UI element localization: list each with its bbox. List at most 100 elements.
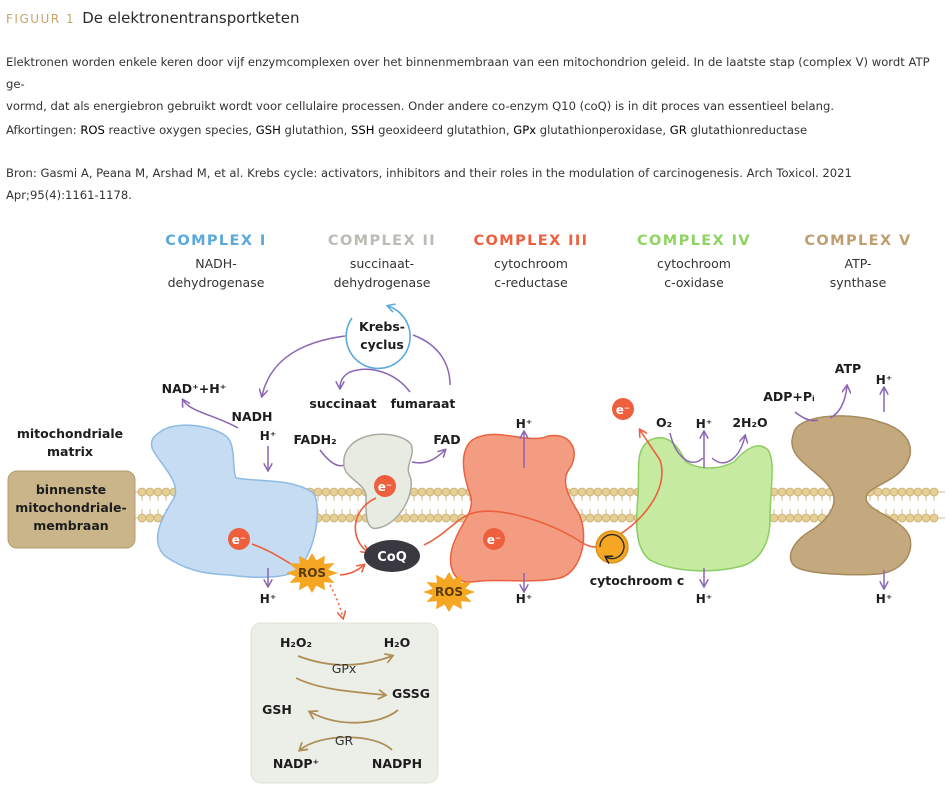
complex-5-sub1: ATP- <box>845 256 872 271</box>
lipid-head <box>769 513 779 523</box>
atp-out-arrow <box>829 386 847 419</box>
abbr-gr: GR <box>669 123 687 137</box>
coq-label: CoQ <box>377 550 407 565</box>
lipid-head <box>793 513 803 523</box>
gpx-label: GPx <box>332 661 357 676</box>
lipid-head <box>921 487 931 497</box>
figure-title: De elektronentransportketen <box>82 9 300 27</box>
electron-c4-label: e⁻ <box>616 403 630 417</box>
proton-label: H⁺ <box>876 592 892 606</box>
ros-1-label: ROS <box>298 566 326 580</box>
complex-3-sub1: cytochroom <box>494 256 568 271</box>
ros-burst-2: ROS <box>423 572 475 612</box>
lipid-head <box>329 487 339 497</box>
proton-label: H⁺ <box>516 417 532 431</box>
ros-burst-2-shape <box>423 572 475 612</box>
lipid-head <box>401 513 411 523</box>
lipid-head <box>601 513 611 523</box>
abbr-gsh-meaning: glutathion, <box>280 123 352 137</box>
h2o-label: H₂O <box>384 635 411 650</box>
lipid-head <box>161 487 171 497</box>
electron-c1-label: e⁻ <box>232 533 246 547</box>
lipid-head <box>873 487 883 497</box>
description-line-2: vormd, dat als energiebron gebruikt word… <box>6 99 835 113</box>
lipid-head <box>457 487 467 497</box>
krebs-cycle-arrow <box>345 306 411 370</box>
adp-label: ADP+Pᵢ <box>763 389 815 404</box>
nadph-label: NADPH <box>372 756 422 771</box>
electron-c1 <box>228 528 250 550</box>
cytochrome-c-label: cytochroom c <box>590 573 685 588</box>
membrane-label-3: membraan <box>33 518 108 533</box>
complex-1-sub1: NADH- <box>195 256 236 271</box>
abbreviations: Afkortingen: ROS reactive oxygen species… <box>6 119 946 141</box>
ros-burst-1: ROS <box>286 553 338 593</box>
lipid-head <box>585 513 595 523</box>
krebs-label-1: Krebs- <box>359 319 405 334</box>
electron-c3-label: e⁻ <box>487 533 501 547</box>
lipid-head <box>337 487 347 497</box>
lipid-head <box>609 513 619 523</box>
complex-2-title: COMPLEX II <box>328 233 436 249</box>
gsh-to-gssg-arrow <box>295 677 385 695</box>
lipid-head <box>153 487 163 497</box>
lipid-head <box>593 513 603 523</box>
ros-to-antioxidant-arrow <box>329 584 343 618</box>
abbr-ros: ROS <box>80 123 105 137</box>
lipid-head <box>809 487 819 497</box>
lipid-head <box>617 487 627 497</box>
antioxidant-panel: H₂O₂ H₂O GPx GSH GSSG GR NADP⁺ NADPH <box>250 622 439 784</box>
molecule-labels: NAD⁺+H⁺ NADH succinaat fumaraat FADH₂ FA… <box>162 361 862 447</box>
lipid-head <box>441 487 451 497</box>
electron-c3 <box>483 528 505 550</box>
fad-out-arrow <box>411 450 445 464</box>
electron-badges: e⁻ e⁻ e⁻ e⁻ <box>228 398 634 550</box>
lipid-head <box>329 513 339 523</box>
lipid-head <box>353 487 363 497</box>
lipid-head <box>905 513 915 523</box>
lipid-head <box>569 487 579 497</box>
matrix-label-2: matrix <box>47 444 93 459</box>
complex-titles: COMPLEX I NADH- dehydrogenase COMPLEX II… <box>165 233 911 290</box>
lipid-head <box>809 513 819 523</box>
complex-2-sub1: succinaat- <box>350 256 414 271</box>
complex-5-title: COMPLEX V <box>804 233 911 249</box>
matrix-label-1: mitochondriale <box>17 426 123 441</box>
lipid-head <box>785 487 795 497</box>
complex-5-sub2: synthase <box>830 275 887 290</box>
complex-3-title: COMPLEX III <box>474 233 589 249</box>
electron-path-coq-cytc <box>423 510 611 548</box>
krebs-label-2: cyclus <box>360 337 404 352</box>
electron-c2-label: e⁻ <box>378 480 392 494</box>
krebs-to-nadh-arrow <box>262 335 346 396</box>
gpx-arrow <box>297 656 392 666</box>
lipid-head <box>433 487 443 497</box>
abbr-gpx: GPx <box>513 123 537 137</box>
nadp-label: NADP⁺ <box>273 756 319 771</box>
nadh-label: NADH <box>232 409 273 424</box>
electron-path-c2-coq <box>354 497 377 552</box>
h2o-out-arrow <box>711 436 745 464</box>
description-line-1: Elektronen worden enkele keren door vijf… <box>6 55 930 91</box>
proton-label: H⁺ <box>260 429 276 443</box>
abbreviations-prefix: Afkortingen: <box>6 123 81 137</box>
lipid-head <box>913 513 923 523</box>
membrane-label-2: mitochondriale- <box>15 500 126 515</box>
lipid-head <box>897 513 907 523</box>
abbr-ssh-meaning: geoxideerd glutathion, <box>374 123 514 137</box>
lipid-head <box>153 513 163 523</box>
lipid-head <box>625 513 635 523</box>
proton-label: H⁺ <box>696 592 712 606</box>
nad-label: NAD⁺+H⁺ <box>162 381 227 396</box>
krebs-side-arrow <box>412 334 451 386</box>
lipid-head <box>345 487 355 497</box>
complex-1-shape <box>150 424 319 579</box>
description-paragraph: Elektronen worden enkele keren door vijf… <box>6 51 946 117</box>
lipid-head <box>425 487 435 497</box>
complex-3-shape <box>449 433 585 583</box>
lipid-head <box>625 487 635 497</box>
lipid-head <box>609 487 619 497</box>
membrane-label-1: binnenste <box>36 482 106 497</box>
lipid-head <box>585 487 595 497</box>
